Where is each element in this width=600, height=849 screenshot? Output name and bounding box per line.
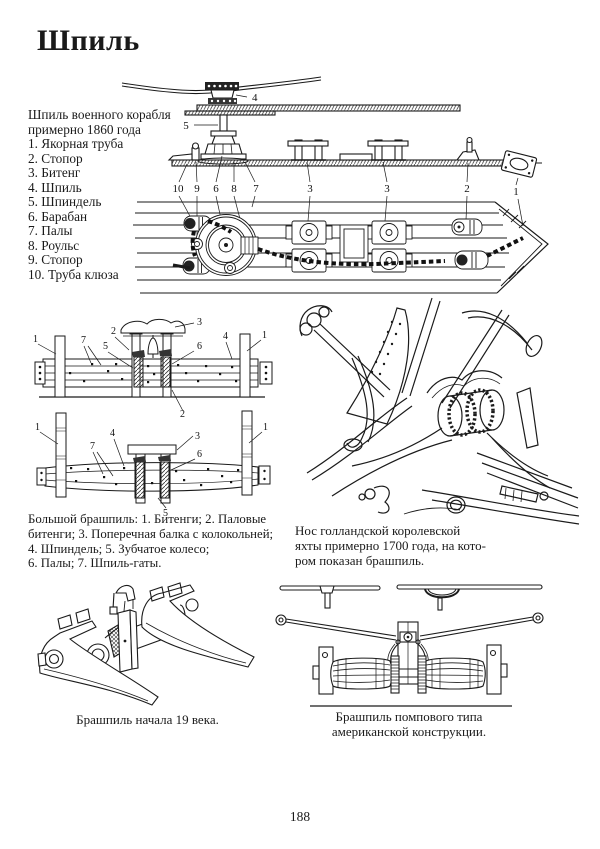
figure-label: 1 — [35, 422, 40, 433]
capstan-1860-figure: 5 4 10 9 6 8 7 3 3 2 1 — [121, 76, 549, 294]
capstan-deck-plan — [133, 201, 549, 294]
figure-label: 4 — [223, 331, 228, 342]
figure-label: 5 — [103, 341, 108, 352]
caption-line: яхты примерно 1700 года, на кото- — [295, 538, 487, 554]
figure-label: 1 — [513, 186, 519, 198]
figure-label: 7 — [253, 183, 259, 195]
page-title: Шпиль — [37, 24, 140, 57]
list-item: 4. Шпиль — [28, 179, 82, 195]
figure-label: 3 — [197, 317, 202, 328]
windlass-with-belfry-view — [34, 318, 273, 398]
list-item: 2. Стопор — [28, 150, 83, 166]
windlass-with-beam-view — [36, 410, 271, 504]
figure-label: 4 — [110, 428, 115, 439]
figure-label: 2 — [180, 409, 185, 420]
figure-label: 7 — [81, 335, 86, 346]
pump-windlass-figure — [275, 584, 544, 707]
list-item: 8. Роульс — [28, 237, 80, 253]
capstan-parts-list: Шпиль военного корабля примерно 1860 год… — [28, 107, 198, 282]
figure-label: 4 — [252, 92, 258, 104]
figure-label: 6 — [197, 341, 202, 352]
figure-label: 5 — [163, 508, 168, 519]
figure-label: 1 — [33, 334, 38, 345]
figure-label: 2 — [464, 183, 470, 195]
figure-label: 10 — [173, 183, 185, 195]
figure-label: 3 — [384, 183, 390, 195]
figure-label: 3 — [307, 183, 313, 195]
caption-line: Нос голландской королевской — [295, 523, 461, 538]
figure-label: 5 — [183, 120, 189, 132]
yacht-caption: Нос голландской королевской яхты примерн… — [295, 523, 553, 569]
figure-label: 1 — [262, 330, 267, 341]
figure-label: 9 — [194, 183, 200, 195]
big-windlass-caption: Большой брашпиль: 1. Битенги; 2. Паловые… — [28, 512, 296, 571]
windlass-19th-century-figure — [37, 582, 255, 706]
list-intro-line: Шпиль военного корабля — [28, 107, 171, 122]
caption-line: ром показан брашпиль. — [295, 553, 425, 569]
page-number: 188 — [289, 809, 311, 824]
list-item: 10. Труба клюза — [28, 266, 119, 282]
list-item: 5. Шпиндель — [28, 194, 102, 209]
figure-label: 6 — [197, 449, 202, 460]
figure-label: 7 — [90, 441, 95, 452]
big-windlass-figure: 1 7 2 5 3 6 4 1 2 — [33, 317, 273, 519]
list-item: 9. Стопор — [28, 252, 83, 267]
pump-windlass-sketch — [275, 584, 544, 707]
caption-line: Большой брашпиль: 1. Битенги; 2. Паловые — [28, 512, 267, 526]
caption-line: 6. Палы; 7. Шпиль-гаты. — [28, 556, 162, 571]
list-item: 3. Битенг — [28, 165, 81, 180]
windlass-19th-caption: Брашпиль начала 19 века. — [76, 712, 219, 727]
list-item: 1. Якорная труба — [28, 136, 124, 151]
figure-label: 2 — [111, 326, 116, 337]
caption-line: битенги; 3. Поперечная балка с колокольн… — [28, 526, 274, 541]
windlass-top-labels: 1 7 2 5 3 6 4 1 2 — [33, 317, 267, 420]
figure-label: 8 — [231, 183, 237, 195]
figure-label: 6 — [213, 183, 219, 195]
windlass-19th-sketch — [37, 582, 255, 706]
caption-line: 4. Шпиндель; 5. Зубчатое колесо; — [28, 541, 210, 556]
yacht-bow-sketch — [299, 297, 580, 525]
caption-line: Брашпиль помпового типа — [335, 709, 483, 724]
figure-label: 1 — [263, 422, 268, 433]
windlass-bottom-labels: 1 4 7 3 6 1 5 — [35, 422, 268, 519]
capstan-side-view — [121, 76, 542, 178]
dutch-yacht-bow-figure — [299, 297, 580, 525]
pump-windlass-caption: Брашпиль помпового типа американской кон… — [278, 709, 540, 740]
list-item: 6. Барабан — [28, 208, 88, 224]
list-item: 7. Палы — [28, 223, 73, 238]
figure-label: 3 — [195, 431, 200, 442]
list-intro-line: примерно 1860 года — [28, 121, 141, 137]
caption-line: американской конструкции. — [331, 723, 487, 739]
